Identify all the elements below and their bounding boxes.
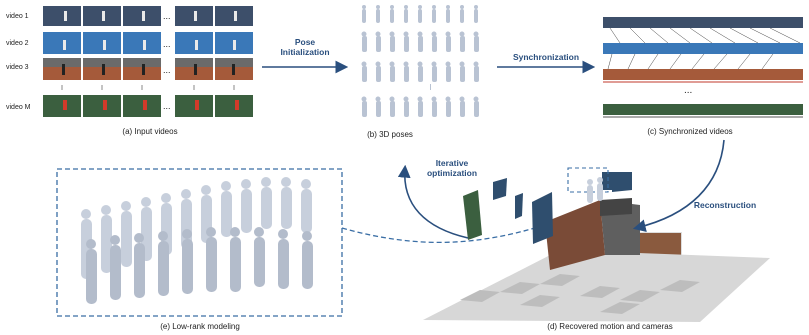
row-label-video-3: video 3 — [6, 64, 29, 71]
lowrank-figures — [81, 177, 313, 304]
pose-initialization-line-1: Pose — [294, 37, 316, 47]
frames-ellipsis: ... — [163, 65, 171, 75]
row-label-video-2: video 2 — [6, 40, 29, 47]
frames-ellipsis: ... — [163, 101, 171, 111]
video-frame — [82, 31, 122, 55]
synchronization-label: Synchronization — [512, 52, 580, 62]
caption-lowrank-modeling: (e) Low-rank modeling — [160, 322, 240, 331]
camera-plane — [515, 193, 523, 219]
video-frame — [214, 31, 254, 55]
camera-plane — [493, 178, 507, 200]
row-label-video-m: video M — [6, 104, 31, 111]
video-frame — [42, 94, 82, 118]
camera-plane — [612, 173, 632, 192]
sync-strip — [603, 104, 803, 115]
camera-plane — [463, 190, 482, 240]
video-frame — [82, 94, 122, 118]
pose-figures — [361, 5, 479, 117]
video-frame — [122, 94, 162, 118]
video-frame — [42, 5, 82, 27]
caption-input-videos: (a) Input videos — [122, 127, 178, 136]
sync-strip — [603, 43, 803, 54]
caption-3d-poses: (b) 3D poses — [367, 130, 413, 139]
iterative-optimization-line-1: Iterative — [435, 158, 469, 168]
sync-correspondence-lines — [607, 27, 801, 70]
video-frame — [174, 94, 214, 118]
reconstruction-label: Reconstruction — [693, 200, 757, 210]
camera-plane — [600, 198, 632, 216]
video-frame — [122, 31, 162, 55]
checker-floor — [423, 250, 770, 322]
row-label-video-1: video 1 — [6, 13, 29, 20]
frames-ellipsis: ... — [163, 39, 171, 49]
caption-recovered-motion: (d) Recovered motion and cameras — [547, 322, 673, 331]
video-frame — [42, 31, 82, 55]
frames-ellipsis: ... — [163, 11, 171, 21]
video-frame — [174, 31, 214, 55]
sync-strip — [603, 69, 803, 80]
caption-synchronized-videos: (c) Synchronized videos — [647, 127, 733, 136]
pose-initialization-line-2: Initialization — [280, 47, 330, 57]
pose-initialization-label: Pose Initialization — [265, 37, 345, 57]
iterative-optimization-label: Iterative optimization — [410, 158, 494, 178]
sync-ellipsis: ... — [684, 85, 693, 96]
lowrank-box — [56, 168, 343, 317]
video-frame — [214, 94, 254, 118]
sync-strip — [603, 17, 803, 28]
iterative-optimization-line-2: optimization — [426, 168, 478, 178]
camera-plane — [532, 192, 553, 244]
